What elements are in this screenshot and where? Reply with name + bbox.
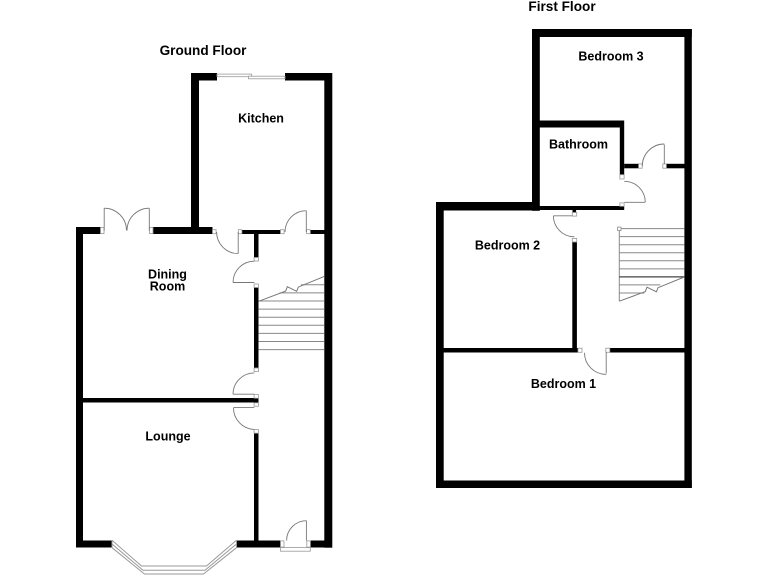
- svg-text:Bedroom 3: Bedroom 3: [578, 50, 643, 64]
- svg-text:Ground Floor: Ground Floor: [160, 43, 248, 58]
- svg-text:Bedroom 1: Bedroom 1: [531, 377, 596, 391]
- svg-text:Bathroom: Bathroom: [549, 138, 608, 152]
- svg-text:Room: Room: [150, 280, 185, 294]
- svg-text:First Floor: First Floor: [528, 0, 596, 14]
- svg-text:Bedroom 2: Bedroom 2: [475, 238, 540, 252]
- svg-text:Lounge: Lounge: [145, 430, 190, 444]
- svg-text:Kitchen: Kitchen: [238, 112, 284, 126]
- svg-text:Dining: Dining: [148, 268, 187, 282]
